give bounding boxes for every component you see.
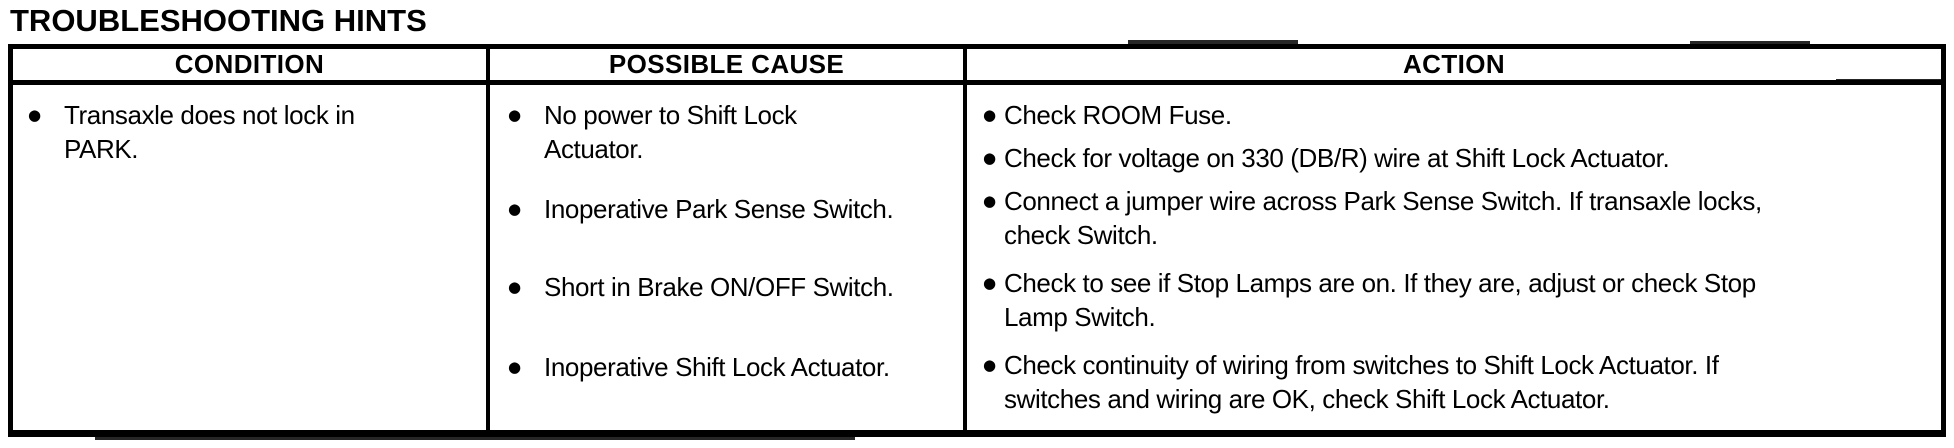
column-header-possible-cause-label: POSSIBLE CAUSE	[608, 49, 845, 79]
action-text: Check for voltage on 330 (DB/R) wire at …	[1004, 143, 1670, 173]
possible-cause-text: No power to Shift Lock Actuator.	[544, 100, 797, 164]
bullet-icon: ●	[983, 192, 996, 210]
table-body-row: ● Transaxle does not lock in PARK. ● No …	[13, 85, 1941, 430]
bullet-icon: ●	[983, 149, 996, 167]
condition-cell: ● Transaxle does not lock in PARK.	[13, 85, 490, 430]
bullet-icon: ●	[508, 358, 521, 376]
list-item: ● Inoperative Park Sense Switch.	[508, 192, 955, 226]
column-header-action: ACTION	[967, 49, 1941, 80]
condition-text: Transaxle does not lock in PARK.	[64, 100, 355, 164]
scan-artifact	[95, 436, 855, 440]
list-item: ● Check ROOM Fuse.	[983, 98, 1929, 132]
bullet-icon: ●	[28, 106, 41, 124]
action-text: Check ROOM Fuse.	[1004, 100, 1232, 130]
column-header-condition: CONDITION	[13, 49, 490, 80]
list-item: ● Check for voltage on 330 (DB/R) wire a…	[983, 141, 1929, 175]
possible-cause-text: Inoperative Shift Lock Actuator.	[544, 352, 890, 382]
column-header-condition-label: CONDITION	[174, 49, 325, 79]
column-header-possible-cause: POSSIBLE CAUSE	[490, 49, 967, 80]
list-item: ● Transaxle does not lock in PARK.	[28, 98, 478, 166]
possible-cause-list: ● No power to Shift Lock Actuator. ● Ino…	[508, 98, 955, 384]
list-item: ● Check to see if Stop Lamps are on. If …	[983, 266, 1929, 334]
page-title: TROUBLESHOOTING HINTS	[10, 3, 427, 38]
action-list: ● Check ROOM Fuse. ● Check for voltage o…	[983, 98, 1929, 416]
bullet-icon: ●	[983, 106, 996, 124]
scan-artifact	[1836, 79, 1942, 85]
list-item: ● Short in Brake ON/OFF Switch.	[508, 270, 955, 304]
list-item: ● Inoperative Shift Lock Actuator.	[508, 350, 955, 384]
action-text: Connect a jumper wire across Park Sense …	[1004, 186, 1762, 250]
scan-artifact	[1690, 41, 1810, 44]
possible-cause-text: Short in Brake ON/OFF Switch.	[544, 272, 894, 302]
column-header-action-label: ACTION	[1402, 49, 1506, 79]
troubleshooting-table: CONDITION POSSIBLE CAUSE ACTION ● Transa…	[8, 44, 1946, 437]
action-text: Check to see if Stop Lamps are on. If th…	[1004, 268, 1756, 332]
action-cell: ● Check ROOM Fuse. ● Check for voltage o…	[967, 85, 1941, 430]
bullet-icon: ●	[508, 200, 521, 218]
table-header-row: CONDITION POSSIBLE CAUSE ACTION	[13, 49, 1941, 85]
list-item: ● Check continuity of wiring from switch…	[983, 348, 1929, 416]
bullet-icon: ●	[508, 106, 521, 124]
action-text: Check continuity of wiring from switches…	[1004, 350, 1719, 414]
bullet-icon: ●	[983, 274, 996, 292]
possible-cause-text: Inoperative Park Sense Switch.	[544, 194, 894, 224]
scan-artifact	[1128, 40, 1298, 44]
list-item: ● No power to Shift Lock Actuator.	[508, 98, 955, 166]
bullet-icon: ●	[508, 278, 521, 296]
bullet-icon: ●	[983, 356, 996, 374]
condition-list: ● Transaxle does not lock in PARK.	[28, 98, 478, 166]
possible-cause-cell: ● No power to Shift Lock Actuator. ● Ino…	[490, 85, 967, 430]
list-item: ● Connect a jumper wire across Park Sens…	[983, 184, 1929, 252]
